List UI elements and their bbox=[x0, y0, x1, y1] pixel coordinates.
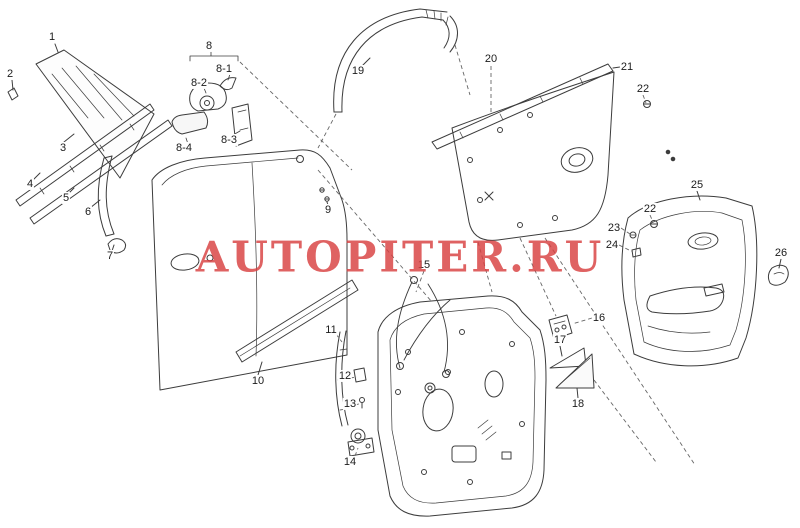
weatherstrip-parts bbox=[15, 103, 173, 225]
window-frame-part bbox=[333, 8, 458, 113]
carrier-panel-part bbox=[431, 63, 621, 241]
watermark-text: AUTOPITER.RU bbox=[195, 232, 605, 282]
run-channel-part bbox=[89, 155, 127, 254]
mirror-assembly-part bbox=[171, 49, 253, 147]
window-regulator-part bbox=[335, 276, 451, 457]
latch-and-corner-parts bbox=[548, 314, 595, 399]
door-shell-part bbox=[377, 295, 547, 517]
trim-panel-part bbox=[621, 190, 789, 367]
dashed-leader-lines bbox=[239, 44, 696, 466]
screw-parts bbox=[319, 187, 330, 206]
window-glass-part bbox=[7, 43, 155, 179]
fastener-parts bbox=[643, 100, 676, 228]
door-panel-part bbox=[151, 149, 359, 391]
